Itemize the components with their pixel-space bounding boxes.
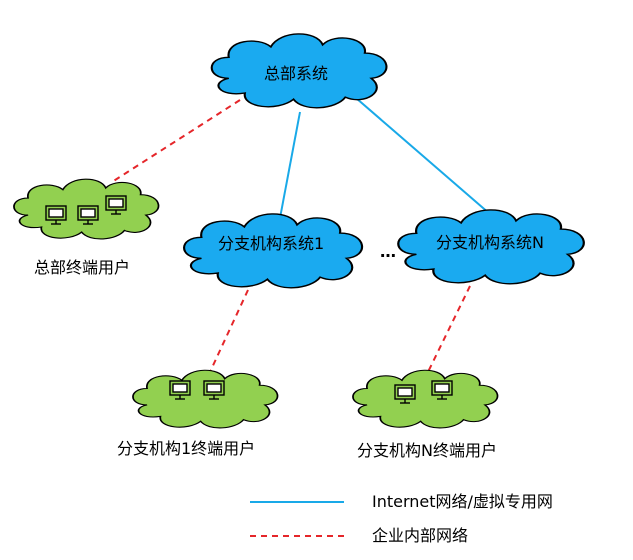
hq-users-label: 总部终端用户	[34, 258, 131, 277]
hq-system-label: 总部系统	[264, 64, 329, 83]
intranet-link-hq-users	[111, 99, 241, 183]
legend-intranet-label: 企业内部网络	[372, 526, 469, 545]
monitor-icon	[45, 205, 67, 225]
monitor-icon	[169, 380, 191, 400]
monitor-icon	[203, 380, 225, 400]
branchN-users-cloud	[352, 369, 499, 429]
monitor-icon	[77, 205, 99, 225]
monitor-icon	[105, 195, 127, 215]
branch1-users-cloud	[132, 369, 279, 429]
monitor-icon	[394, 384, 416, 404]
branch1-users-label: 分支机构1终端用户	[117, 439, 256, 458]
connections	[111, 97, 491, 373]
internet-link-hq-branchN	[355, 97, 491, 215]
monitor-icon	[431, 380, 453, 400]
branchN-users-label: 分支机构N终端用户	[357, 441, 497, 460]
monitor-icons	[45, 195, 453, 404]
intranet-link-branchN-users	[427, 285, 471, 373]
internet-link-hq-branch1	[279, 111, 301, 219]
legend-internet-label: Internet网络/虚拟专用网	[372, 492, 553, 511]
intranet-link-branch1-users	[209, 289, 249, 373]
ellipsis: …	[380, 242, 396, 261]
branch1-system-label: 分支机构系统1	[218, 234, 325, 253]
branchN-system-label: 分支机构系统N	[436, 233, 544, 252]
